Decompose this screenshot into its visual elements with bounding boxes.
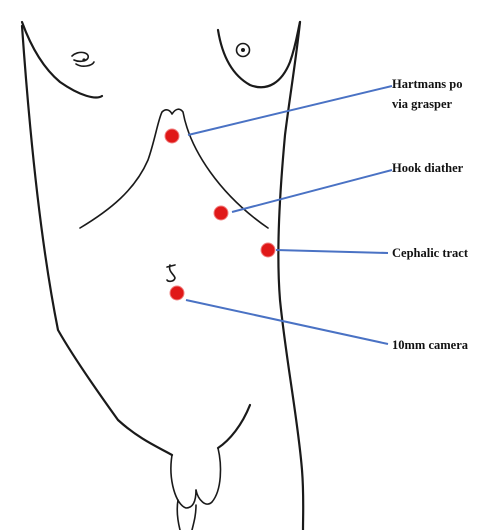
label-cephalic: Cephalic tract: [392, 246, 469, 260]
label-hartmans-line1: Hartmans po: [392, 77, 463, 91]
label-hartmans-line2: via grasper: [392, 97, 453, 111]
label-camera: 10mm camera: [392, 338, 469, 352]
nipple-right-icon: [237, 44, 250, 57]
port-marker-hartmans: [165, 129, 179, 143]
nipple-left-icon: [72, 52, 94, 66]
port-labels: Hartmans po via grasper Hook diather Cep…: [392, 77, 469, 352]
genital-outline: [171, 448, 221, 530]
torso-outline: [22, 22, 303, 530]
port-marker-hook: [214, 206, 228, 220]
port-marker-camera: [170, 286, 184, 300]
leader-hook: [232, 170, 392, 212]
port-marker-cephalic: [261, 243, 275, 257]
leader-camera: [186, 300, 388, 344]
label-hook: Hook diather: [392, 161, 464, 175]
leader-cephalic: [276, 250, 388, 253]
umbilicus-icon: [167, 265, 175, 281]
port-markers: [165, 129, 275, 300]
